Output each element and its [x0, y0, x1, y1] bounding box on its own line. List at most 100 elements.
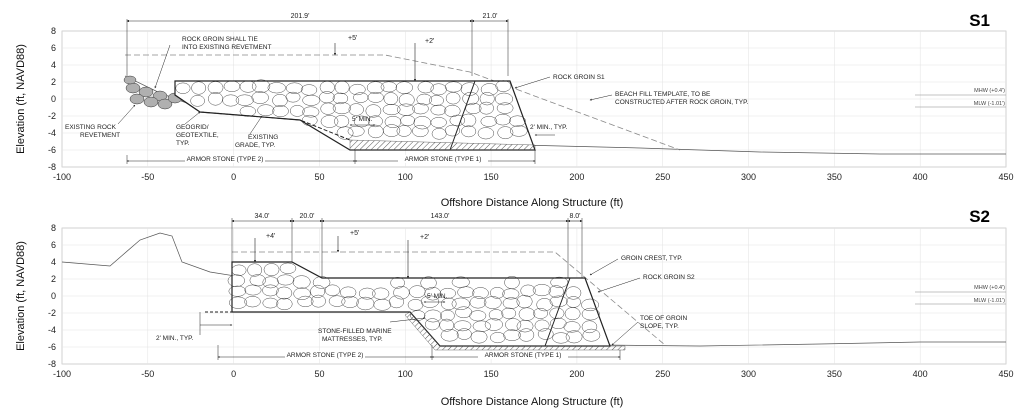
min-2ft-typ: 2' MIN., TYP.	[530, 124, 568, 131]
armor-stone	[537, 328, 554, 340]
x-tick-label: 200	[569, 369, 584, 379]
armor-stone	[494, 92, 514, 106]
armor-stone	[398, 93, 415, 107]
dim-label-20-0: 20.0'	[300, 213, 315, 220]
armor-stone	[239, 80, 257, 93]
armor-stone	[382, 124, 401, 137]
armor-stone	[320, 102, 336, 115]
armor-stone	[484, 318, 503, 331]
armor-stone	[228, 285, 247, 297]
armor-stone	[565, 286, 582, 300]
y-tick-label: -6	[48, 145, 56, 155]
y-tick-label: -4	[48, 128, 56, 138]
armor-stone	[191, 81, 207, 95]
armor-stone	[430, 83, 447, 96]
armor-stone	[552, 332, 570, 344]
armor-stone	[207, 81, 224, 95]
elev-plus5: +5'	[348, 35, 357, 42]
armor-stone	[549, 307, 565, 320]
panel-title: S2	[969, 207, 990, 226]
armor-stone	[502, 297, 520, 309]
note-tie-1: ROCK GROIN SHALL TIE	[182, 36, 259, 43]
armor-stone	[490, 332, 506, 344]
armor-stone	[440, 297, 457, 310]
armor-stone	[451, 297, 470, 310]
x-tick-label: 400	[913, 172, 928, 182]
armor-stone	[239, 105, 256, 117]
armor-stone	[251, 79, 271, 93]
type-division-line	[544, 277, 571, 347]
armor-stone	[518, 328, 535, 342]
armor-stone	[565, 330, 583, 344]
armor-stone	[581, 298, 599, 312]
y-tick-label: -4	[48, 325, 56, 335]
armor-stone	[320, 115, 339, 128]
armor-stone	[328, 295, 346, 307]
armor-stone	[395, 81, 413, 94]
x-tick-label: 200	[569, 172, 584, 182]
armor-stone	[472, 320, 491, 332]
armor-stone	[503, 329, 521, 341]
armor-stone	[244, 284, 262, 296]
armor-stone	[222, 94, 240, 107]
armor-stone	[365, 104, 382, 118]
armor-stone	[564, 307, 581, 321]
x-tick-label: 300	[741, 172, 756, 182]
marine-mattress-hatch	[404, 311, 626, 351]
y-tick-label: 4	[51, 257, 56, 267]
armor-stone	[532, 284, 552, 297]
armor-stone	[251, 91, 269, 104]
armor-type2-label: ARMOR STONE (TYPE 2)	[187, 156, 264, 163]
armor-stone	[319, 80, 335, 94]
armor-stone	[444, 124, 461, 137]
armor-stone	[439, 318, 454, 332]
x-tick-label: -50	[141, 369, 154, 379]
x-tick-label: 150	[484, 369, 499, 379]
armor-stone	[472, 287, 489, 300]
armor-stone	[332, 92, 349, 105]
x-tick-label: 100	[398, 172, 413, 182]
armor-stone	[480, 83, 499, 96]
armor-stone	[424, 286, 442, 301]
y-axis-label: Elevation (ft, NAVD88)	[15, 44, 27, 154]
armor-stone	[349, 83, 366, 96]
x-tick-label: 350	[827, 369, 842, 379]
y-tick-label: 6	[51, 43, 56, 53]
armor-stone	[478, 101, 494, 115]
note-geogrid-2: GEOTEXTILE,	[176, 132, 219, 139]
x-tick-label: -50	[141, 172, 154, 182]
geogrid-line	[174, 94, 351, 141]
mlw-label: MLW (-1.01')	[974, 101, 1005, 107]
armor-stone	[469, 310, 487, 322]
note-groin-crest: GROIN CREST, TYP.	[621, 255, 683, 262]
y-tick-label: 8	[51, 26, 56, 36]
armor-stone	[470, 330, 488, 344]
armor-stone	[390, 277, 405, 289]
armor-stone	[353, 115, 370, 128]
armor-stone	[302, 106, 320, 118]
armor-stone	[310, 294, 326, 308]
armor-stone	[430, 117, 447, 128]
elev-plus2: +2'	[420, 234, 429, 241]
note-beach-1: BEACH FILL TEMPLATE, TO BE	[615, 91, 711, 98]
type-division-line	[449, 80, 476, 151]
armor-stone	[425, 318, 440, 331]
armor-stone	[227, 274, 245, 287]
armor-stone	[581, 307, 600, 321]
mlw-label: MLW (-1.01')	[974, 298, 1005, 304]
armor-stone	[409, 285, 426, 298]
note-revet-1: EXISTING ROCK	[65, 124, 117, 131]
armor-stone	[534, 319, 550, 332]
y-axis-label: Elevation (ft, NAVD88)	[15, 241, 27, 351]
x-tick-label: -100	[53, 172, 71, 182]
armor-stone	[275, 286, 293, 300]
armor-stone	[262, 284, 279, 297]
armor-stone	[293, 287, 311, 300]
armor-stone	[479, 92, 495, 106]
armor-stone	[332, 102, 352, 115]
armor-stone	[461, 125, 477, 138]
